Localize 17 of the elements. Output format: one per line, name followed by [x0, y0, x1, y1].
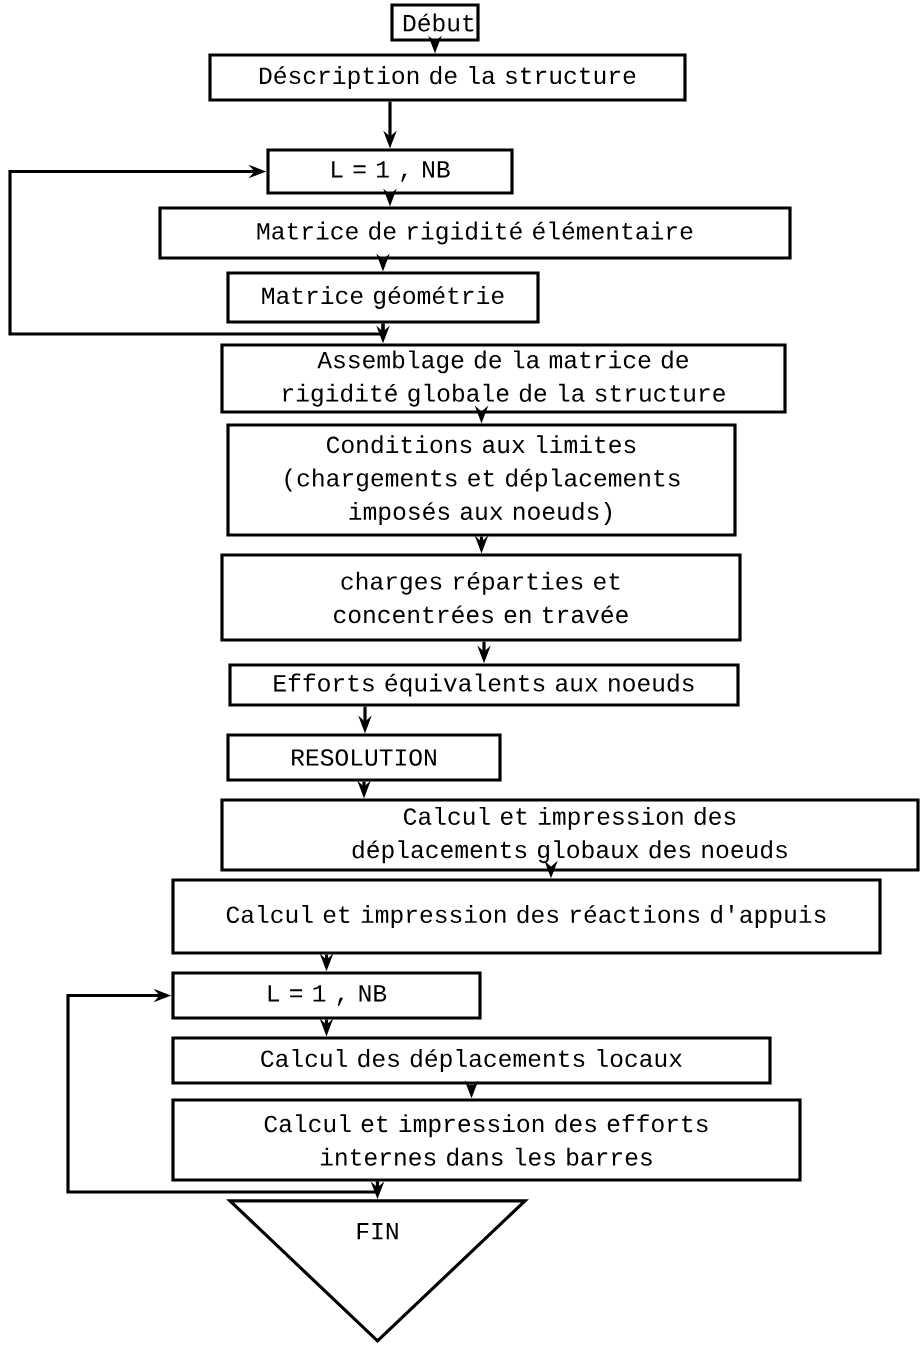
process-box: Déscription de la structure — [208, 53, 687, 102]
process-box: Calcul des déplacements locaux — [171, 1036, 772, 1085]
process-box: L = 1 , NB — [171, 971, 482, 1020]
process-box: Calcul et impression des déplacements globaux des noeuds — [220, 798, 920, 872]
process-box: Calcul et impression des efforts internes dans les barres — [171, 1098, 802, 1182]
process-box: Matrice de rigidité élémentaire — [158, 206, 792, 260]
process-box: Assemblage de la matrice de rigidité globale de la structure — [220, 343, 787, 414]
loop-arrow — [66, 988, 380, 1194]
process-box: Calcul et impression des réactions d'appuis — [171, 878, 882, 955]
loop-arrow — [8, 164, 385, 336]
process-box: Matrice géométrie — [226, 271, 540, 324]
process-box: RESOLUTION — [226, 733, 502, 782]
process-box: Conditions aux limites (chargements et déplacements imposés aux noeuds) — [226, 423, 737, 537]
process-box: Efforts équivalents aux noeuds — [228, 663, 740, 707]
process-box: charges réparties et concentrées en travée — [220, 553, 742, 642]
process-box: Début — [390, 3, 480, 42]
process-box: L = 1 , NB — [266, 148, 514, 195]
